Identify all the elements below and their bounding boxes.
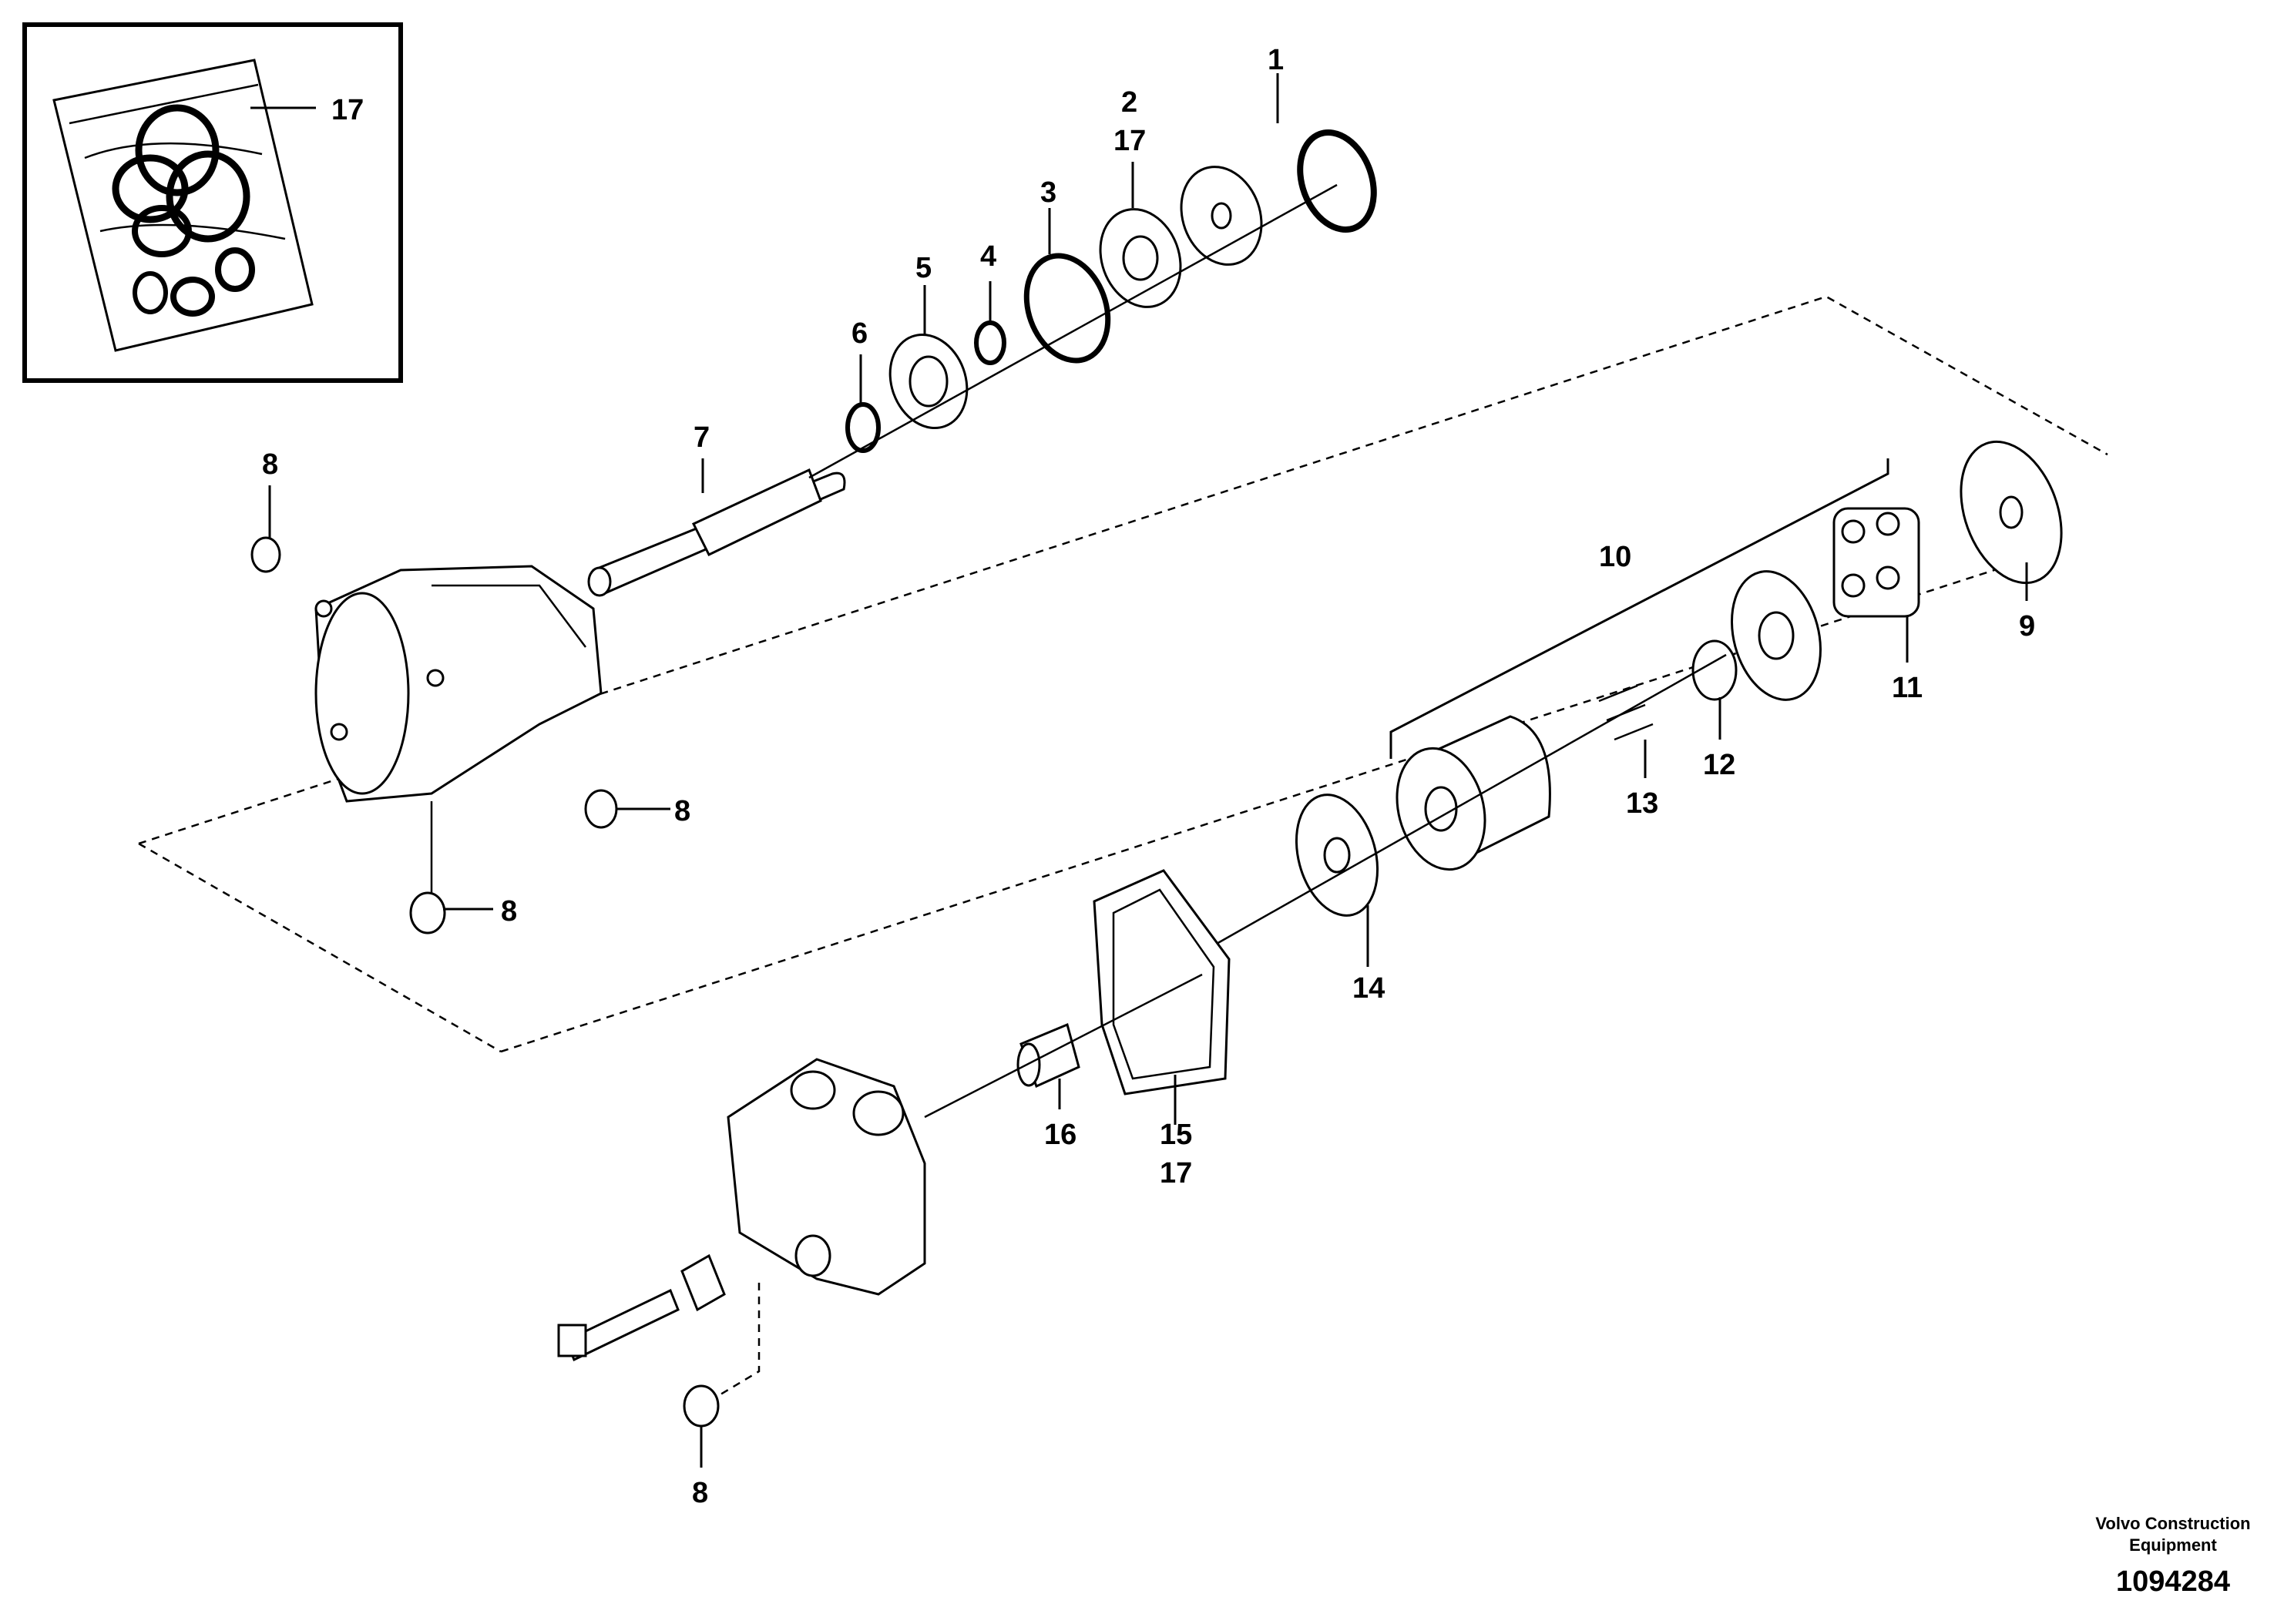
callout-15: 15	[1160, 1119, 1192, 1151]
part-15-gasket: 15 17	[1093, 869, 1231, 1189]
bolt-and-plate	[557, 1253, 726, 1362]
part-8-plug-bottom: 8	[683, 1384, 720, 1509]
callout-9: 9	[2019, 610, 2035, 643]
part-plate-washer	[1180, 166, 1263, 266]
callout-11: 11	[1892, 672, 1923, 704]
callout-7: 7	[694, 421, 710, 454]
company-name-line2: Equipment	[2129, 1535, 2217, 1555]
part-8-plug-right: 8	[584, 789, 690, 829]
part-6-snap-ring: 6	[845, 317, 881, 453]
callout-8-top: 8	[262, 448, 278, 481]
part-5-bearing: 5	[888, 252, 969, 430]
callout-5: 5	[915, 252, 932, 284]
callout-17-kit: 17	[331, 94, 364, 126]
part-8-plug-lower: 8	[409, 891, 517, 934]
callout-15-17: 17	[1160, 1157, 1192, 1189]
callout-6: 6	[851, 317, 868, 350]
callout-1: 1	[1268, 44, 1284, 76]
part-9-washer: 9	[1960, 440, 2063, 643]
callout-13: 13	[1626, 787, 1658, 820]
part-3-snap-ring: 3	[1023, 176, 1111, 364]
drawing-number: 1094284	[2116, 1565, 2230, 1598]
company-name-line1: Volvo Construction	[2095, 1514, 2250, 1533]
o-rings	[112, 104, 255, 317]
seal-kit-inset: 17	[22, 22, 403, 383]
part-13-pins: 13	[1598, 684, 1658, 820]
callout-8-bottom: 8	[692, 1477, 708, 1509]
callout-14: 14	[1352, 972, 1385, 1005]
part-12-spherical-bushing: 12	[1691, 639, 1738, 781]
part-7-shaft: 7	[587, 421, 846, 597]
callout-4: 4	[980, 240, 996, 273]
part-4-ring: 4	[974, 240, 1006, 365]
callout-2: 2	[1121, 86, 1137, 119]
callout-8-right: 8	[674, 795, 690, 827]
callout-12: 12	[1703, 749, 1735, 781]
callout-16: 16	[1044, 1119, 1076, 1151]
part-10-cylinder-block: 10	[1389, 458, 1889, 871]
motor-housing	[314, 565, 603, 803]
part-8-plug-top: 8	[250, 448, 281, 573]
part-14-valve-plate: 14	[1295, 794, 1385, 1005]
part-2-oil-seal: 2 17	[1099, 86, 1182, 308]
callout-2-17: 17	[1113, 125, 1146, 157]
callout-8-lower: 8	[501, 895, 517, 928]
callout-10: 10	[1599, 541, 1631, 573]
callout-3: 3	[1040, 176, 1056, 209]
part-retainer-plate	[1730, 570, 1822, 701]
part-11-pistons: 11	[1832, 507, 1923, 704]
part-1-retaining-ring: 1	[1268, 44, 1377, 233]
end-cover	[727, 1058, 926, 1296]
